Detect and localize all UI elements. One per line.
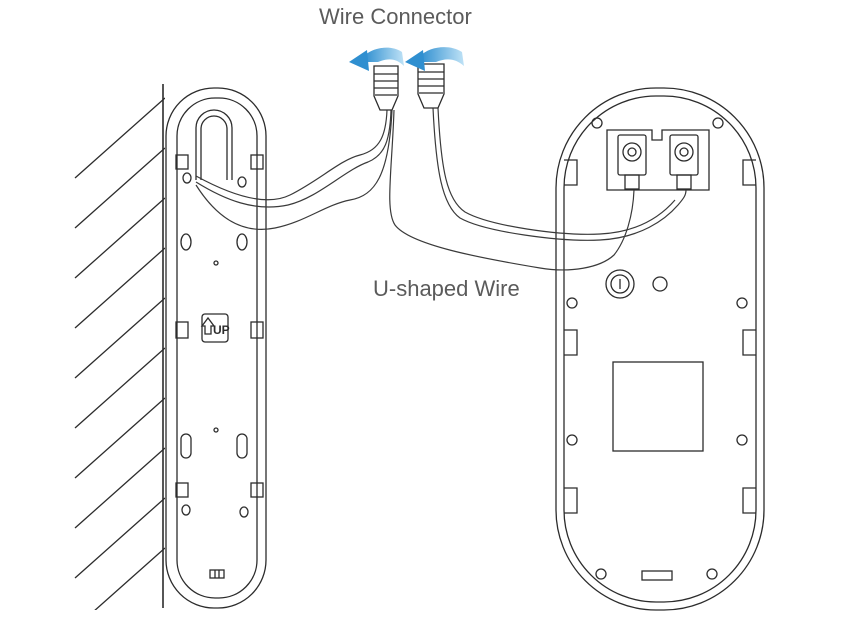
mounting-plate — [165, 87, 267, 609]
up-arrow-icon — [200, 316, 216, 335]
wire-connector-label: Wire Connector — [319, 4, 472, 29]
wire-connector-left — [373, 65, 399, 111]
doorbell-back — [555, 87, 765, 611]
up-mark-label: UP — [213, 323, 230, 337]
wire-connector-right — [417, 63, 445, 109]
rotate-left-arrow-icon — [349, 47, 404, 71]
wires — [195, 107, 687, 271]
u-shaped-wire-label: U-shaped Wire — [373, 276, 520, 301]
wall — [74, 84, 165, 610]
rotate-left-arrow-icon — [405, 47, 464, 71]
